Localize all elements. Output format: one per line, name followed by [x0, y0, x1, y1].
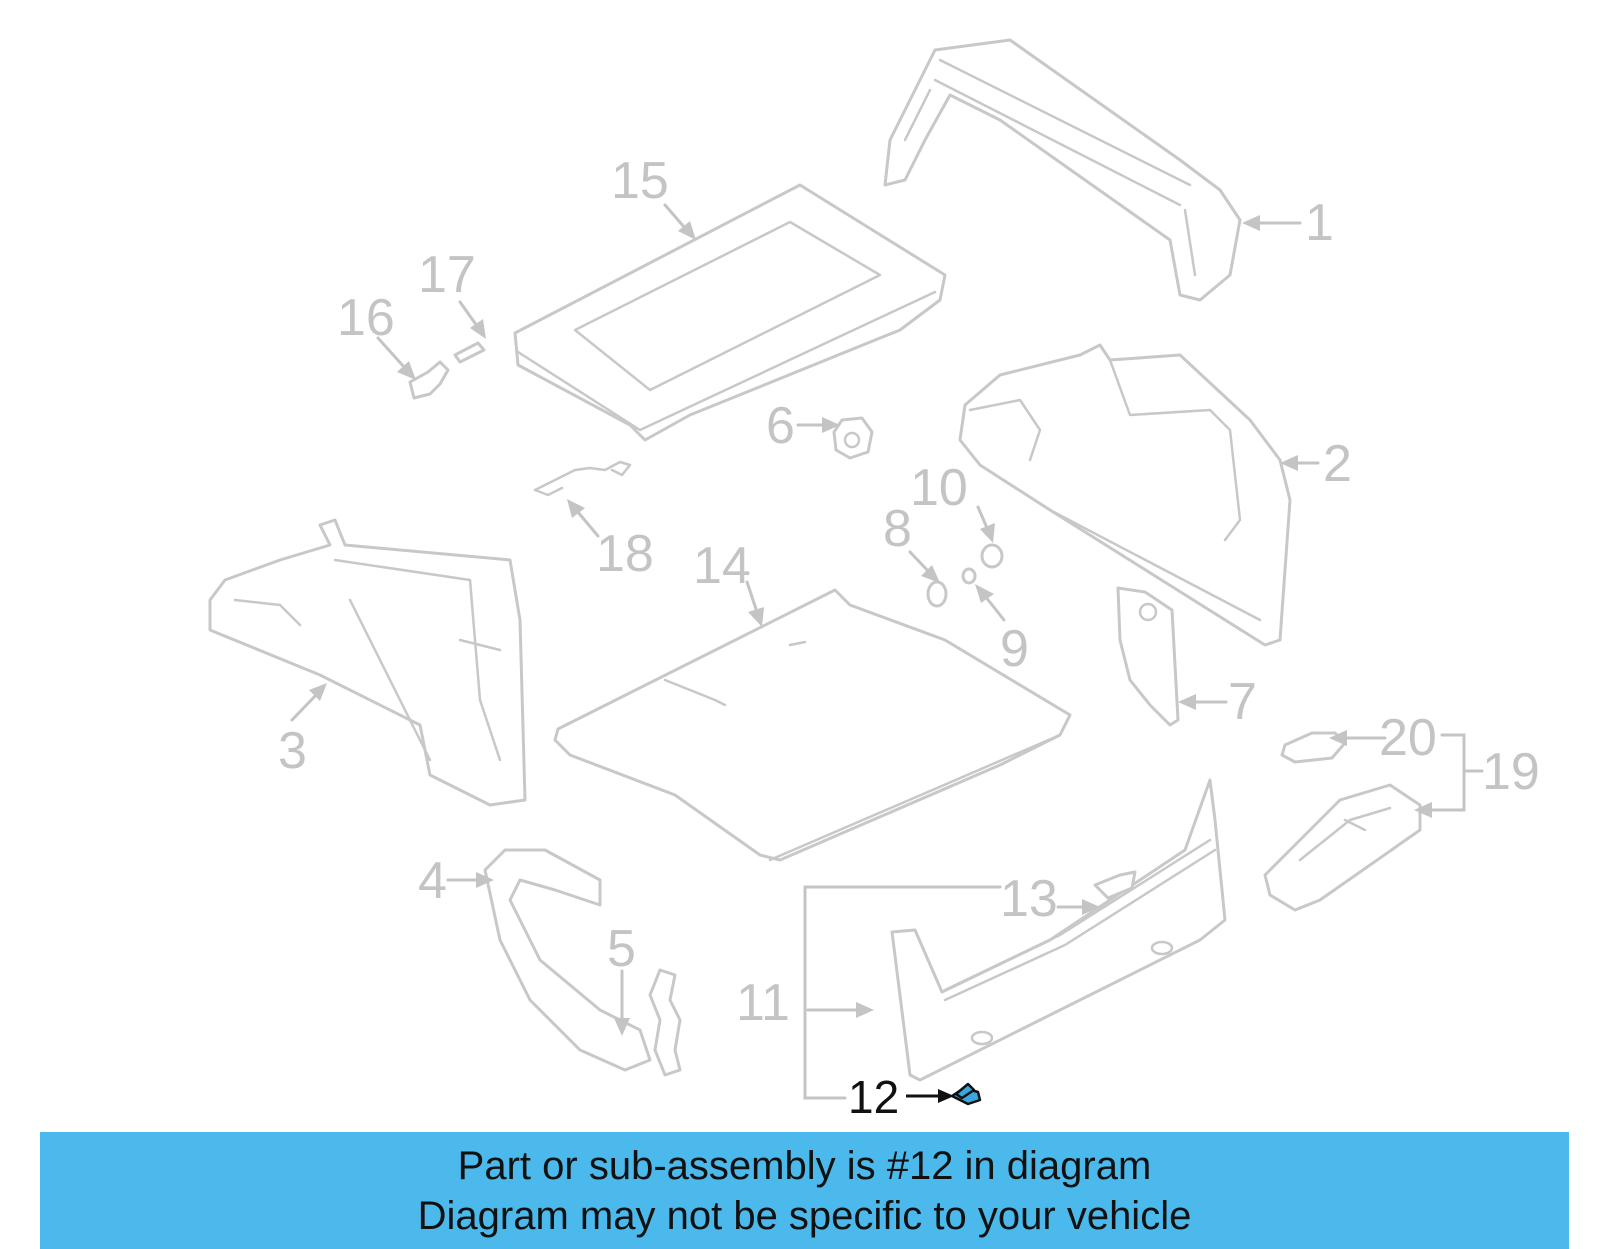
banner-line-part: Part or sub-assembly is #12 in diagram	[457, 1143, 1152, 1188]
part-16-drawing	[408, 360, 450, 400]
callout-12: 12	[848, 1071, 899, 1123]
part-12-drawing	[950, 1082, 982, 1106]
callout-20: 20	[1379, 709, 1437, 767]
part-15-drawing	[513, 183, 947, 442]
callout-5: 5	[607, 920, 636, 978]
callout-11: 11	[736, 974, 790, 1032]
leader-12	[906, 1089, 954, 1103]
callout-10: 10	[910, 459, 968, 517]
part-1-drawing	[883, 38, 1242, 302]
callout-14: 14	[693, 537, 751, 595]
part-4-drawing	[483, 848, 652, 1072]
callout-13: 13	[1000, 870, 1058, 928]
part-7-drawing	[1116, 586, 1180, 727]
leader-lines	[290, 203, 1484, 1100]
callout-2: 2	[1323, 435, 1352, 493]
callout-15: 15	[611, 152, 669, 210]
callout-9: 9	[1000, 620, 1029, 678]
callout-7: 7	[1228, 673, 1257, 731]
banner-line-disclaimer: Diagram may not be specific to your vehi…	[417, 1193, 1192, 1238]
callout-6: 6	[766, 397, 795, 455]
parts-diagram: 1 2 3 4 5 6 7 8 9 10 11 12 13 14 15 16 1…	[208, 38, 1540, 1123]
callout-3: 3	[278, 722, 307, 780]
callout-16: 16	[337, 289, 395, 347]
part-10-drawing	[980, 543, 1004, 569]
callout-4: 4	[418, 852, 447, 910]
part-6-drawing	[832, 416, 874, 460]
part-18-drawing	[533, 460, 632, 497]
part-13-drawing	[1093, 870, 1137, 900]
part-17-drawing	[453, 341, 486, 364]
callout-18: 18	[596, 525, 654, 583]
part-19-drawing	[1263, 783, 1422, 912]
part-11-drawing	[890, 778, 1227, 1082]
callout-1: 1	[1305, 194, 1334, 252]
callout-19: 19	[1482, 743, 1540, 801]
part-3-drawing	[208, 518, 527, 807]
callout-8: 8	[883, 500, 912, 558]
part-2-drawing	[958, 343, 1292, 647]
part-5-drawing	[648, 968, 682, 1077]
part-14-drawing	[553, 588, 1072, 862]
callout-17: 17	[418, 246, 476, 304]
part-20-drawing	[1280, 731, 1347, 764]
info-banner: Part or sub-assembly is #12 in diagram D…	[40, 1132, 1569, 1249]
part-8-drawing	[926, 580, 948, 608]
part-9-drawing	[961, 567, 977, 585]
